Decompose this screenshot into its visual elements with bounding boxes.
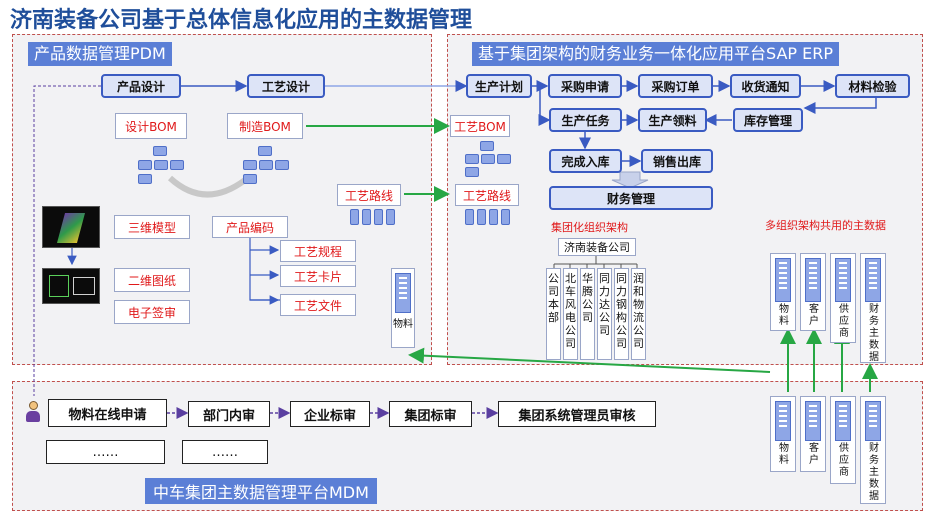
erp-supplier-label: 供应商: [839, 304, 849, 339]
mdm-label: 中车集团主数据管理平台MDM: [145, 478, 377, 504]
product-code-box: 产品编码: [212, 216, 288, 238]
mfg-bom-box: 制造BOM: [227, 113, 303, 139]
process-file-box: 工艺文件: [280, 294, 356, 316]
pdm-material-label: 物料: [393, 319, 413, 330]
sales-out-box: 销售出库: [641, 149, 713, 173]
erp-process-route-icon: [465, 209, 510, 225]
erp-master-data-group: 物料 客户 供应商 财务主数据: [770, 253, 886, 363]
inventory-box: 库存管理: [733, 108, 803, 132]
user-icon: [24, 401, 42, 423]
erp-material-stack: 物料: [770, 253, 796, 331]
subsidiary-box: 同力达公司: [597, 268, 612, 360]
mdm-finance-stack: 财务主数据: [860, 396, 886, 504]
mdm-step-box: 物料在线申请: [48, 399, 167, 427]
mdm-placeholder-box: ……: [46, 440, 165, 464]
production-pick-box: 生产领料: [638, 108, 707, 132]
process-design-box: 工艺设计: [247, 74, 325, 98]
erp-process-bom-box: 工艺BOM: [450, 115, 510, 137]
multi-org-note: 多组织架构共用的主数据: [765, 219, 886, 232]
mdm-step-box: 集团标审: [389, 401, 472, 427]
process-spec-box: 工艺规程: [280, 240, 356, 262]
erp-bom-tree-icon: [465, 141, 511, 177]
mdm-step-box: 部门内审: [188, 401, 270, 427]
mdm-finance-label: 财务主数据: [869, 443, 879, 502]
erp-finance-stack: 财务主数据: [860, 253, 886, 363]
e-sign-box: 电子签审: [114, 300, 190, 324]
erp-finance-label: 财务主数据: [869, 304, 879, 363]
pdm-process-route-box: 工艺路线: [337, 184, 401, 206]
material-inspection-box: 材料检验: [835, 74, 910, 98]
pdm-label: 产品数据管理PDM: [28, 42, 172, 66]
erp-customer-stack: 客户: [800, 253, 826, 331]
mdm-supplier-stack: 供应商: [830, 396, 856, 484]
production-task-box: 生产任务: [549, 108, 622, 132]
finish-storage-box: 完成入库: [549, 149, 622, 173]
erp-label: 基于集团架构的财务业务一体化应用平台SAP ERP: [472, 42, 840, 66]
mdm-material-stack: 物料: [770, 396, 796, 472]
erp-supplier-stack: 供应商: [830, 253, 856, 343]
erp-customer-label: 客户: [809, 304, 819, 327]
2d-drawing-box: 二维图纸: [114, 268, 190, 292]
subsidiary-box: 润和物流公司: [631, 268, 646, 360]
product-design-box: 产品设计: [101, 74, 181, 98]
3d-model-box: 三维模型: [114, 215, 190, 239]
mdm-step-box: 企业标审: [290, 401, 370, 427]
erp-material-label: 物料: [779, 304, 789, 327]
finance-box: 财务管理: [549, 186, 713, 210]
production-plan-box: 生产计划: [466, 74, 532, 98]
3d-model-thumbnail: [42, 206, 100, 248]
group-org-label: 集团化组织架构: [551, 221, 628, 234]
2d-drawing-thumbnail: [42, 268, 100, 304]
design-bom-box: 设计BOM: [115, 113, 187, 139]
purchase-order-box: 采购订单: [638, 74, 713, 98]
mdm-material-label: 物料: [779, 443, 789, 466]
purchase-request-box: 采购申请: [548, 74, 622, 98]
process-card-box: 工艺卡片: [280, 265, 356, 287]
mdm-placeholder-box: ……: [182, 440, 268, 464]
pdm-material-stack: 物料: [391, 268, 415, 348]
mdm-customer-label: 客户: [809, 443, 819, 466]
bom-tree-icon: [243, 146, 289, 186]
goods-receipt-box: 收货通知: [730, 74, 801, 98]
subsidiary-box: 同力钢构公司: [614, 268, 629, 360]
mdm-step-box: 集团系统管理员审核: [498, 401, 656, 427]
mdm-master-data-group: 物料 客户 供应商 财务主数据: [770, 396, 886, 508]
subsidiary-box: 公司本部: [546, 268, 561, 360]
subsidiary-box: 华腾公司: [580, 268, 595, 360]
subsidiary-box: 北车风电公司: [563, 268, 578, 360]
mdm-customer-stack: 客户: [800, 396, 826, 472]
company-box: 济南装备公司: [558, 238, 636, 256]
page-title: 济南装备公司基于总体信息化应用的主数据管理: [10, 8, 473, 33]
erp-process-route-box: 工艺路线: [455, 184, 519, 206]
bom-tree-icon: [138, 146, 184, 186]
mdm-supplier-label: 供应商: [839, 443, 849, 478]
process-route-icon: [350, 209, 395, 225]
